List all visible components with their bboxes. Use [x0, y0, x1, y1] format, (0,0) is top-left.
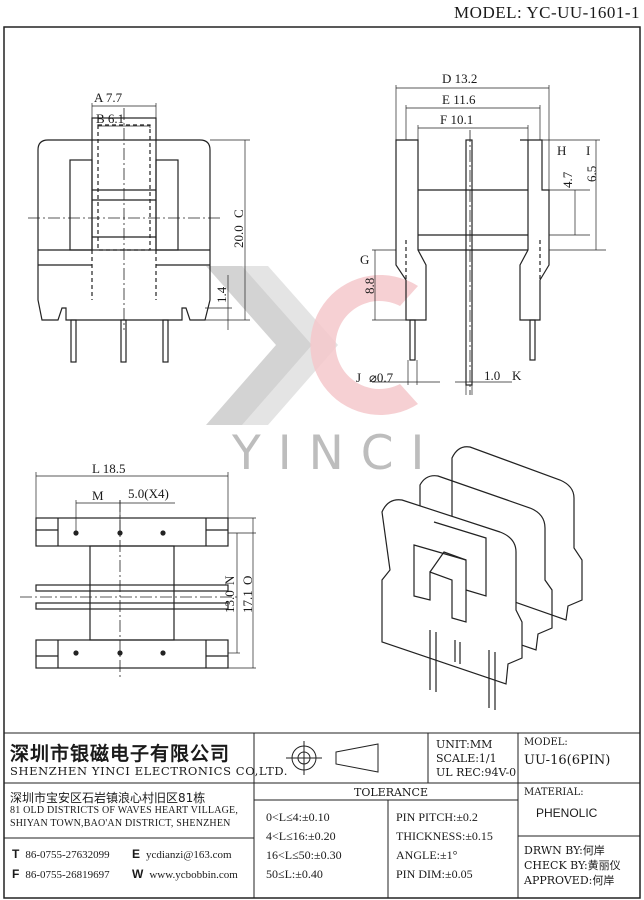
- watermark-brand-text: YINCI: [232, 426, 442, 481]
- ul-rec-field: UL REC:94V-0: [436, 766, 517, 779]
- dim-n-value: 13.0: [222, 590, 237, 613]
- model-field-label: MODEL:: [524, 737, 568, 748]
- isometric-view: [381, 446, 583, 710]
- dim-o-label: O: [240, 575, 255, 585]
- dim-g-value: 8.8: [362, 277, 377, 294]
- dim-pin-offset: 1.4: [214, 286, 229, 303]
- material-label: MATERIAL:: [524, 787, 584, 798]
- front-view-dimensions: [91, 103, 250, 330]
- tolerance-pin-pitch: PIN PITCH:±0.2: [396, 810, 478, 824]
- contact-fax: F 86-0755-26819697: [12, 867, 110, 881]
- tolerance-thickness: THICKNESS:±0.15: [396, 829, 493, 843]
- tolerance-range-1: 0<L≤4:±0.10: [266, 810, 330, 824]
- tolerance-label: TOLERANCE: [354, 786, 428, 799]
- tolerance-pin-dim: PIN DIM:±0.05: [396, 867, 473, 881]
- bottom-view: [20, 500, 240, 680]
- material-value: PHENOLIC: [536, 806, 598, 820]
- scale-field: SCALE:1/1: [436, 752, 497, 765]
- side-view: [395, 130, 550, 395]
- outer-frame: [3, 26, 641, 899]
- dim-j-value: ⌀0.7: [369, 370, 394, 385]
- dim-l: L 18.5: [92, 461, 126, 476]
- projection-symbol-icon: [286, 741, 379, 775]
- web-address: www.ycbobbin.com: [149, 869, 238, 881]
- model-prefix: MODEL:: [454, 3, 523, 22]
- dim-d: D 13.2: [442, 71, 478, 86]
- title-block: [4, 732, 640, 898]
- dim-c-label: C: [231, 209, 246, 218]
- dim-e: E 11.6: [442, 92, 476, 107]
- dim-h-label: H: [557, 143, 567, 158]
- tolerance-range-2: 4<L≤16:±0.20: [266, 829, 336, 843]
- dim-i-value: 6.5: [584, 165, 599, 182]
- model-code: YC-UU-1601-1: [526, 3, 640, 22]
- checked-by: CHECK BY:黄丽仪: [524, 859, 621, 872]
- dim-m-label: M: [92, 488, 104, 503]
- dim-b: B 6.1: [96, 111, 125, 126]
- model-field-value: UU-16(6PIN): [524, 753, 611, 768]
- tolerance-angle: ANGLE:±1°: [396, 848, 458, 862]
- tolerance-range-3: 16<L≤50:±0.30: [266, 848, 342, 862]
- dim-k-value: 1.0: [484, 368, 501, 383]
- dim-i-label: I: [586, 143, 591, 158]
- contact-phone: T 86-0755-27632099: [12, 847, 110, 861]
- side-view-dimensions: [372, 85, 606, 395]
- model-title: MODEL: YC-UU-1601-1: [360, 3, 640, 23]
- dim-h-value: 4.7: [560, 171, 575, 188]
- bottom-view-dimensions: [35, 472, 256, 669]
- dim-a: A 7.7: [94, 90, 123, 105]
- email-address: ycdianzi@163.com: [146, 849, 232, 861]
- dim-f: F 10.1: [440, 112, 474, 127]
- dim-j-label: J: [356, 370, 362, 385]
- fax-number: 86-0755-26819697: [25, 869, 110, 881]
- approved-by: APPROVED:何岸: [524, 874, 615, 887]
- phone-label: T: [12, 847, 20, 861]
- drawn-by: DRWN BY:何岸: [524, 844, 605, 857]
- dim-n-label: N: [222, 575, 237, 585]
- unit-field: UNIT:MM: [436, 738, 493, 751]
- dim-g-label: G: [360, 252, 370, 267]
- dim-m-value: 5.0(X4): [128, 486, 169, 501]
- dim-o-value: 17.1: [240, 590, 255, 613]
- company-name-cn: 深圳市银磁电子有限公司: [10, 743, 231, 765]
- address-en-line2: SHIYAN TOWN,BAO'AN DISTRICT, SHENZHEN: [10, 818, 231, 829]
- company-name-en: SHENZHEN YINCI ELECTRONICS CO,LTD.: [10, 764, 289, 778]
- address-cn: 深圳市宝安区石岩镇浪心村旧区81栋: [10, 791, 206, 805]
- dim-k-label: K: [512, 368, 522, 383]
- phone-number: 86-0755-27632099: [25, 849, 110, 861]
- fax-label: F: [12, 867, 20, 881]
- brand-watermark-icon: [206, 266, 418, 425]
- email-label: E: [132, 847, 141, 861]
- front-view: [28, 108, 220, 363]
- tolerance-range-4: 50≤L:±0.40: [266, 867, 323, 881]
- web-label: W: [132, 867, 144, 881]
- dim-c-value: 20.0: [231, 225, 246, 248]
- address-en-line1: 81 OLD DISTRICTS OF WAVES HEART VILLAGE,: [10, 805, 239, 816]
